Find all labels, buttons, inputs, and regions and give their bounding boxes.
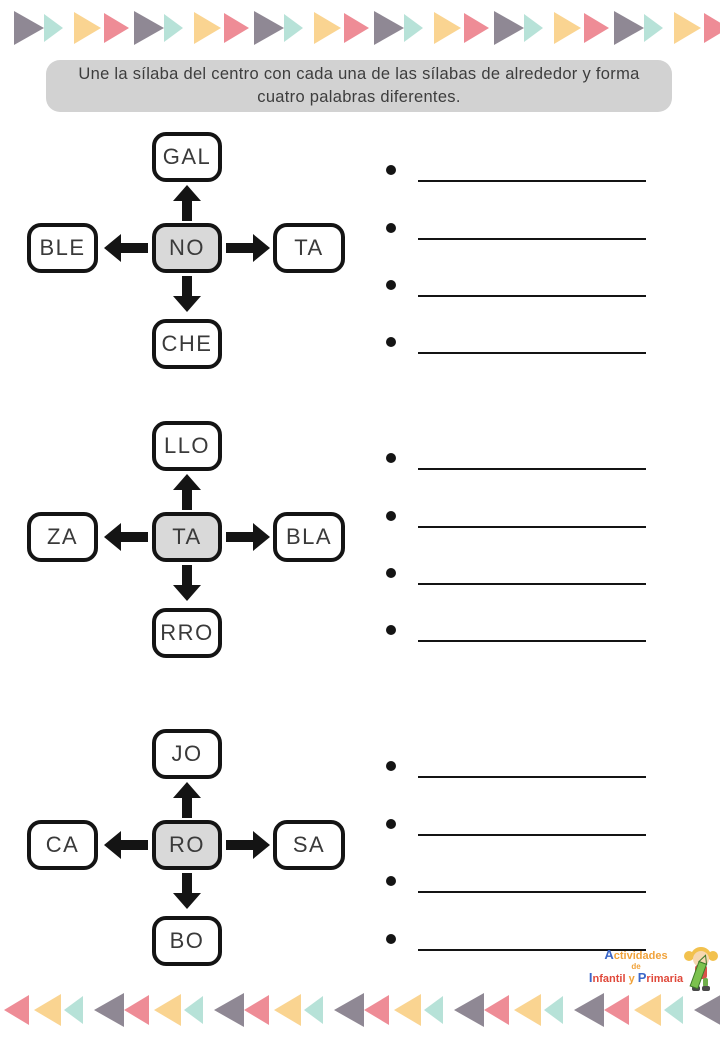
bullet-dot xyxy=(386,337,396,347)
answer-blank-line[interactable] xyxy=(418,949,646,951)
syllable-box-center: RO xyxy=(152,820,222,870)
arrow-right-icon xyxy=(226,831,270,859)
syllable-label: GAL xyxy=(162,144,212,169)
syllable-box-top: GAL xyxy=(152,132,222,182)
bullet-dot xyxy=(386,280,396,290)
site-logo: Actividades de Infantil y Primaria xyxy=(588,948,684,985)
arrow-left-icon xyxy=(104,523,148,551)
answer-item xyxy=(384,933,648,951)
syllable-label: NO xyxy=(169,235,205,260)
logo-word-de: de xyxy=(631,961,641,971)
arrow-right-icon xyxy=(226,234,270,262)
arrow-left-icon xyxy=(104,831,148,859)
answer-blank-line[interactable] xyxy=(418,640,646,642)
bullet-dot xyxy=(386,934,396,944)
syllable-label: LLO xyxy=(163,433,211,458)
syllable-cross-2: LLO ZA TA BLA RRO xyxy=(0,421,370,658)
answer-item xyxy=(384,818,648,836)
answer-item xyxy=(384,336,648,354)
syllable-label: CHE xyxy=(161,331,213,356)
syllable-label: TA xyxy=(294,235,324,260)
syllable-label: CA xyxy=(45,832,80,857)
answer-item xyxy=(384,279,648,297)
arrow-down-icon xyxy=(173,276,201,312)
syllable-box-left: ZA xyxy=(27,512,98,562)
answer-item xyxy=(384,567,648,585)
syllable-box-bottom: CHE xyxy=(152,319,222,369)
logo-word-actividades: Actividades xyxy=(604,947,668,962)
answer-blank-line[interactable] xyxy=(418,526,646,528)
answer-blank-line[interactable] xyxy=(418,238,646,240)
answer-blank-line[interactable] xyxy=(418,834,646,836)
syllable-label: ZA xyxy=(46,524,79,549)
syllable-cross-1: GAL BLE NO TA CHE xyxy=(0,132,370,369)
arrow-right-icon xyxy=(226,523,270,551)
syllable-label: BLA xyxy=(285,524,333,549)
logo-word-infantil-primaria: Infantil y Primaria xyxy=(588,969,684,985)
instruction-banner: Une la sílaba del centro con cada una de… xyxy=(46,60,672,112)
syllable-label: RRO xyxy=(160,620,214,645)
bullet-dot xyxy=(386,165,396,175)
answer-blank-line[interactable] xyxy=(418,583,646,585)
answer-item xyxy=(384,875,648,893)
arrow-left-icon xyxy=(104,234,148,262)
syllable-label: TA xyxy=(172,524,202,549)
bottom-pennant-border xyxy=(4,990,720,1030)
syllable-box-center: NO xyxy=(152,223,222,273)
logo-character-illustration xyxy=(684,947,718,991)
syllable-label: SA xyxy=(292,832,326,857)
syllable-box-bottom: BO xyxy=(152,916,222,966)
arrow-up-icon xyxy=(173,474,201,510)
syllable-box-right: TA xyxy=(273,223,345,273)
syllable-box-bottom: RRO xyxy=(152,608,222,658)
bullet-dot xyxy=(386,511,396,521)
instruction-text: Une la sílaba del centro con cada una de… xyxy=(78,65,640,106)
answer-item xyxy=(384,760,648,778)
syllable-box-right: SA xyxy=(273,820,345,870)
bullet-dot xyxy=(386,568,396,578)
answer-blank-line[interactable] xyxy=(418,468,646,470)
syllable-box-top: JO xyxy=(152,729,222,779)
answer-item xyxy=(384,164,648,182)
answer-item xyxy=(384,624,648,642)
syllable-label: RO xyxy=(169,832,205,857)
syllable-box-center: TA xyxy=(152,512,222,562)
syllable-cross-3: JO CA RO SA BO xyxy=(0,729,370,966)
syllable-box-left: BLE xyxy=(27,223,98,273)
answer-blank-line[interactable] xyxy=(418,352,646,354)
arrow-down-icon xyxy=(173,565,201,601)
arrow-up-icon xyxy=(173,782,201,818)
syllable-label: BLE xyxy=(39,235,86,260)
bullet-dot xyxy=(386,761,396,771)
syllable-box-left: CA xyxy=(27,820,98,870)
syllable-label: JO xyxy=(171,741,203,766)
arrow-up-icon xyxy=(173,185,201,221)
bullet-dot xyxy=(386,876,396,886)
answer-item xyxy=(384,222,648,240)
bullet-dot xyxy=(386,625,396,635)
top-pennant-border xyxy=(14,8,720,48)
bullet-dot xyxy=(386,819,396,829)
answer-blank-line[interactable] xyxy=(418,295,646,297)
answer-item xyxy=(384,452,648,470)
arrow-down-icon xyxy=(173,873,201,909)
bullet-dot xyxy=(386,223,396,233)
syllable-box-right: BLA xyxy=(273,512,345,562)
bullet-dot xyxy=(386,453,396,463)
answer-item xyxy=(384,510,648,528)
answer-blank-line[interactable] xyxy=(418,180,646,182)
syllable-label: BO xyxy=(169,928,205,953)
answer-blank-line[interactable] xyxy=(418,776,646,778)
syllable-box-top: LLO xyxy=(152,421,222,471)
answer-blank-line[interactable] xyxy=(418,891,646,893)
